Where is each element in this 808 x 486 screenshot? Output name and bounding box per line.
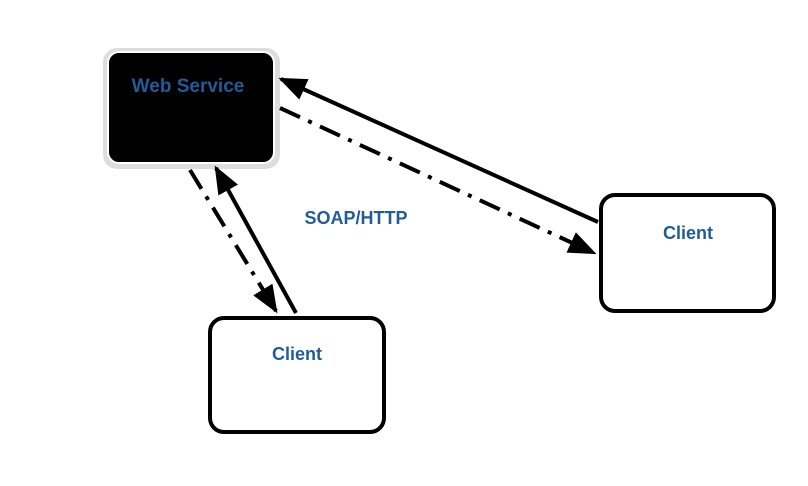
client-box-bottom <box>208 316 386 434</box>
web-service-box <box>107 51 275 164</box>
web-service-label: Web Service <box>132 76 245 97</box>
protocol-label: SOAP/HTTP <box>304 208 407 228</box>
request-arrow-right <box>278 77 599 224</box>
client-label-right: Client <box>663 223 713 243</box>
request-arrow-bottom <box>214 165 298 314</box>
client-label-bottom: Client <box>272 344 322 364</box>
web-service-node: Web Service <box>103 48 280 169</box>
client-box-right <box>599 193 776 313</box>
response-arrow-right <box>279 106 597 255</box>
client-node-right: Client <box>599 193 776 313</box>
response-arrow-bottom <box>188 168 278 314</box>
client-node-bottom: Client <box>208 316 386 434</box>
